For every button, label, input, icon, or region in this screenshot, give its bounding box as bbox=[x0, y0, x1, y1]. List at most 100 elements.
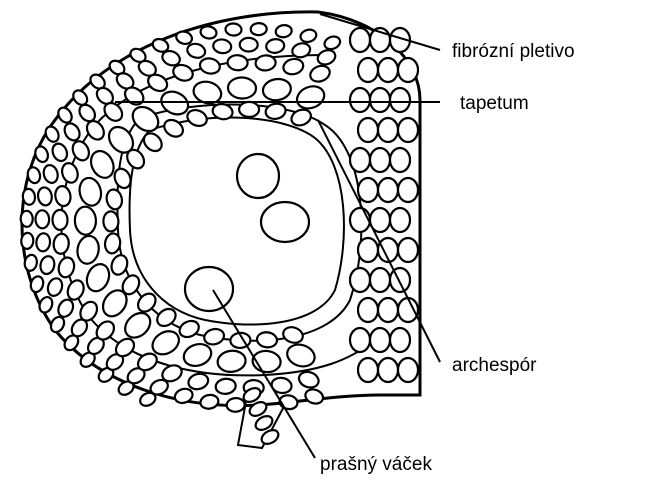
archespore-cell-2 bbox=[261, 202, 309, 242]
epidermis-cell bbox=[20, 211, 32, 227]
fibrous-layer-cell bbox=[62, 121, 83, 143]
fibrous-layer-cell bbox=[50, 141, 70, 163]
epidermis-cell bbox=[56, 105, 75, 125]
fibrous-layer-cell bbox=[291, 41, 312, 59]
fibrous-layer-cell bbox=[240, 38, 258, 52]
fibrous-layer-cell bbox=[186, 42, 207, 60]
connective-cell bbox=[378, 58, 398, 82]
epidermis-cell bbox=[175, 30, 194, 46]
connective-cell bbox=[398, 238, 418, 262]
connective-cell bbox=[358, 178, 378, 202]
tapetum-cell bbox=[177, 318, 202, 340]
fibrous-layer-cell bbox=[226, 397, 245, 412]
connective-cell bbox=[358, 118, 378, 142]
middle-layer-cell bbox=[261, 77, 292, 102]
tapetum-cell bbox=[264, 102, 286, 120]
connective-cell bbox=[390, 268, 410, 292]
connective-cell bbox=[350, 328, 370, 352]
fibrous-layer-cell bbox=[297, 369, 321, 389]
fibrous-layer-cell bbox=[36, 233, 51, 252]
connective-cell bbox=[390, 208, 410, 232]
fibrous-layer-cell bbox=[57, 256, 77, 279]
epidermis-cell bbox=[33, 145, 50, 164]
connective-cell bbox=[390, 328, 410, 352]
epidermis-cell bbox=[200, 25, 218, 40]
fibrous-layer-cell bbox=[308, 63, 332, 84]
label-archespore: archespór bbox=[452, 356, 537, 375]
connective-cell bbox=[398, 178, 418, 202]
connective-cell bbox=[358, 58, 378, 82]
connective-cell bbox=[378, 358, 398, 382]
middle-layer-cell bbox=[217, 349, 247, 373]
label-fibrous-layer: fibrózní pletivo bbox=[452, 42, 575, 61]
tapetum-cell bbox=[103, 211, 119, 231]
connective-cell bbox=[350, 28, 370, 52]
connective-cell bbox=[398, 58, 418, 82]
fibrous-layer-cell bbox=[46, 276, 65, 298]
fibrous-layer-cell bbox=[60, 161, 81, 185]
tapetum-cell bbox=[281, 325, 305, 345]
fibrous-layer-cell bbox=[212, 38, 232, 54]
epidermis-cell bbox=[323, 34, 342, 51]
fibrous-layer-cell bbox=[53, 233, 70, 255]
connective-cell bbox=[358, 298, 378, 322]
connective-cell bbox=[390, 148, 410, 172]
fibrous-layer-cell bbox=[70, 138, 92, 163]
tapetum-cell bbox=[161, 117, 186, 141]
epidermis-cell bbox=[29, 275, 45, 294]
tapetum-cell bbox=[239, 102, 259, 117]
connective-cell bbox=[350, 268, 370, 292]
fibrous-layer-cell bbox=[255, 55, 276, 72]
connective-cell bbox=[358, 358, 378, 382]
connective-cell bbox=[350, 148, 370, 172]
fibrous-layer-cell bbox=[42, 163, 60, 184]
wall-cells bbox=[20, 23, 418, 447]
label-tapetum: tapetum bbox=[460, 94, 529, 113]
middle-layer-cell bbox=[294, 82, 328, 112]
epidermis-cell bbox=[43, 124, 61, 144]
epidermis-cell bbox=[250, 23, 266, 36]
archespore-cell-3 bbox=[185, 267, 233, 311]
connective-cell bbox=[398, 118, 418, 142]
connective-cell bbox=[390, 88, 410, 112]
tapetum-cell bbox=[104, 232, 122, 254]
fibrous-layer-cell bbox=[282, 57, 305, 76]
connective-cell bbox=[378, 298, 398, 322]
fibrous-layer-cell bbox=[39, 255, 56, 276]
middle-layer-cell bbox=[128, 102, 163, 136]
fibrous-layer-cell bbox=[265, 38, 285, 54]
middle-layer-cell bbox=[284, 341, 317, 370]
fibrous-layer-cell bbox=[316, 48, 338, 67]
tapetum-cell bbox=[140, 130, 165, 155]
tapetum-cell bbox=[185, 107, 209, 128]
fibrous-layer-cell bbox=[304, 387, 325, 405]
middle-layer-cell bbox=[228, 77, 257, 99]
connective-cell bbox=[370, 88, 390, 112]
middle-layer-cell bbox=[120, 308, 155, 342]
epidermis-cell bbox=[299, 28, 318, 44]
fibrous-layer-cell bbox=[54, 185, 72, 207]
connective-cell bbox=[370, 148, 390, 172]
connective-cell bbox=[398, 298, 418, 322]
connective-cell bbox=[350, 208, 370, 232]
fibrous-layer-cell bbox=[35, 210, 49, 228]
label-pollen-sac: prašný váček bbox=[320, 455, 432, 474]
fibrous-layer-cell bbox=[65, 278, 87, 302]
tapetum-cell bbox=[256, 331, 278, 348]
fibrous-layer-cell bbox=[37, 186, 53, 206]
middle-layer-cell bbox=[83, 261, 113, 295]
connective-cell bbox=[350, 88, 370, 112]
tapetum-cell bbox=[105, 188, 124, 211]
fibrous-layer-cell bbox=[187, 372, 210, 392]
epidermis-cell bbox=[37, 295, 54, 314]
fibrous-layer-cell bbox=[215, 378, 237, 395]
epidermis-cell bbox=[225, 23, 242, 36]
tapetum-cell bbox=[203, 327, 226, 347]
connective-cell bbox=[370, 268, 390, 292]
connective-cell bbox=[378, 118, 398, 142]
connective-cell bbox=[398, 358, 418, 382]
epidermis-cell bbox=[26, 166, 42, 185]
connective-cell bbox=[378, 178, 398, 202]
middle-layer-cell bbox=[77, 176, 104, 208]
